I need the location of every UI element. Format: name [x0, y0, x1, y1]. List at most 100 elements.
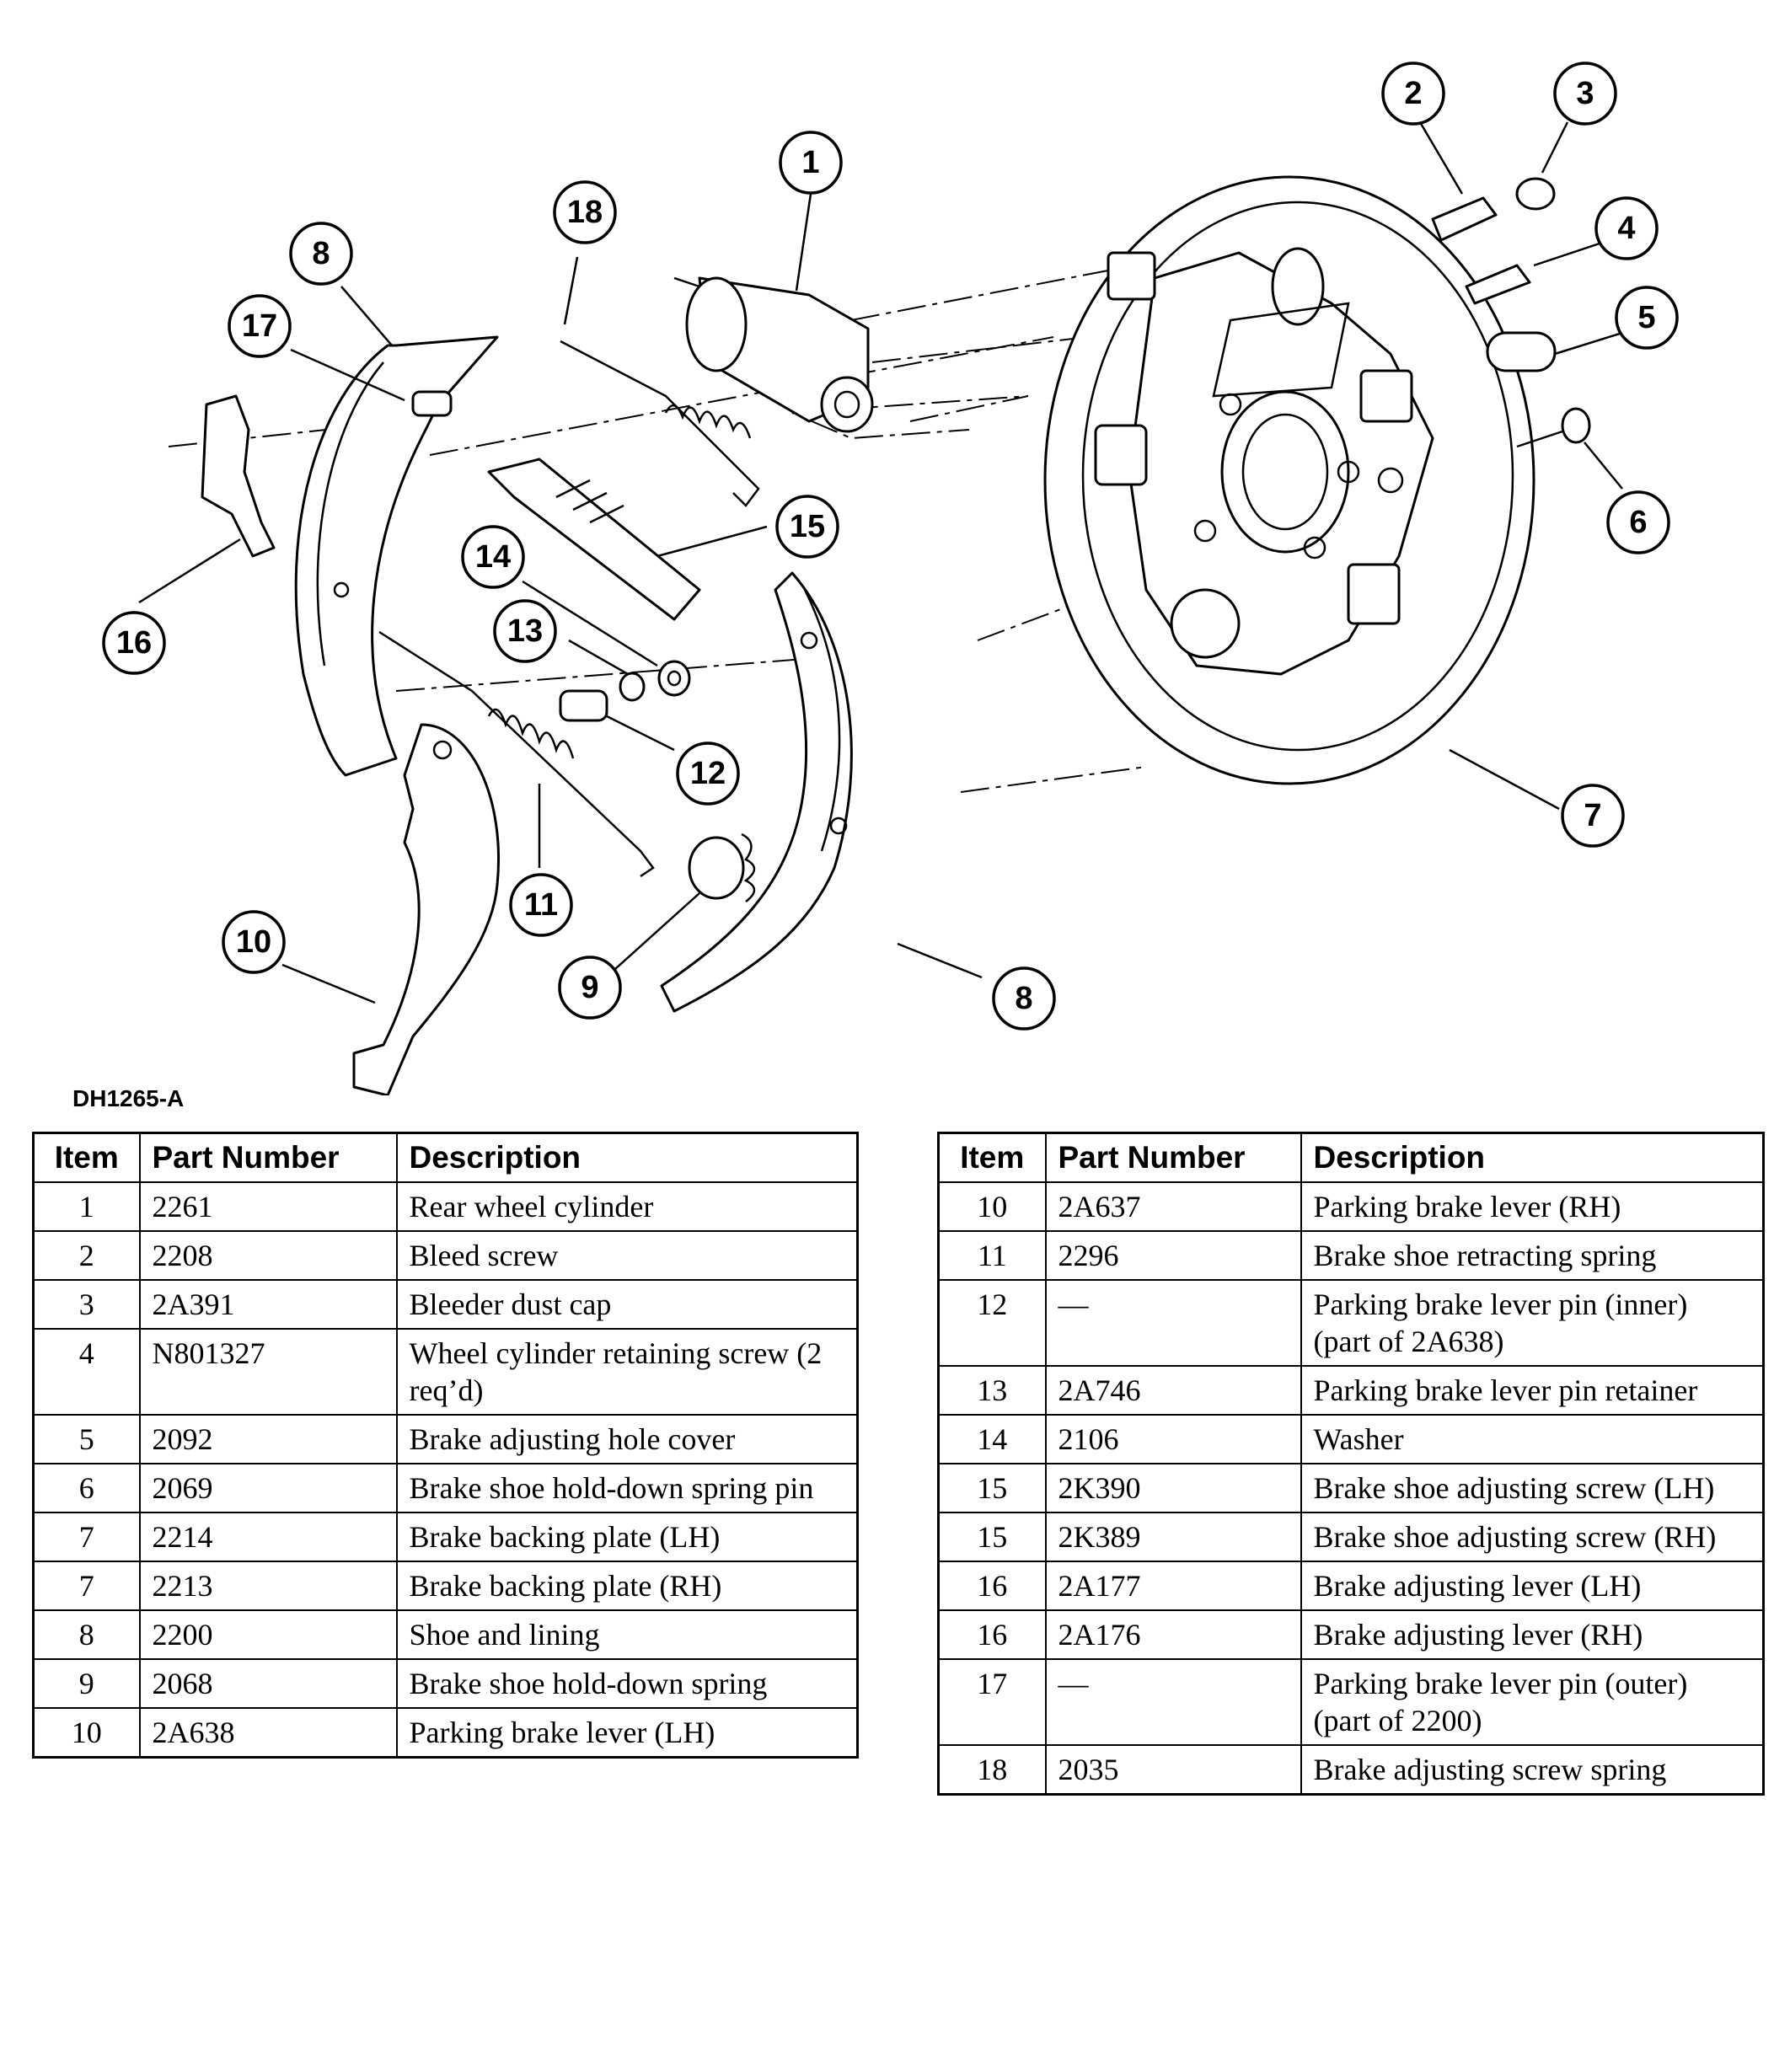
- parking-brake-lever-pin-inner: [559, 689, 608, 722]
- shoe-and-lining-left: [294, 335, 499, 777]
- cell-item: 16: [937, 1609, 1047, 1660]
- cell-item: 10: [32, 1707, 141, 1759]
- header-description: Description: [1300, 1132, 1765, 1183]
- callout-8-bottom: 8: [992, 966, 1056, 1031]
- brake-adjusting-hole-cover: [1486, 331, 1557, 372]
- svg-text:15: 15: [790, 509, 825, 544]
- exploded-brake-diagram: 1 2 3 4 5 6 7 8 8 9 10 11 12 13 14 15 16…: [102, 62, 1679, 1095]
- bleed-screw: [1431, 196, 1498, 242]
- cell-part-number: 2213: [138, 1561, 398, 1611]
- cell-part-number: 2A637: [1044, 1181, 1302, 1232]
- cell-part-number: 2296: [1044, 1230, 1302, 1281]
- brake-shoe-adjusting-screw: [487, 458, 701, 621]
- brake-adjusting-lever: [201, 394, 276, 558]
- cell-description: Brake shoe retracting spring: [1300, 1230, 1765, 1281]
- header-description: Description: [395, 1132, 859, 1183]
- svg-text:6: 6: [1629, 505, 1647, 540]
- cell-part-number: —: [1044, 1279, 1302, 1367]
- leader-lines: [138, 121, 1623, 1004]
- callout-15: 15: [775, 495, 839, 559]
- callout-7: 7: [1561, 784, 1625, 848]
- cell-description: Bleeder dust cap: [395, 1279, 859, 1330]
- callout-3: 3: [1553, 62, 1617, 126]
- cell-part-number: 2A176: [1044, 1609, 1302, 1660]
- callout-10: 10: [222, 910, 286, 974]
- cell-part-number: N801327: [138, 1328, 398, 1416]
- cell-description: Brake adjusting hole cover: [395, 1414, 859, 1464]
- brake-shoe-retracting-spring: [378, 630, 655, 878]
- table-header-row: Item Part Number Description: [937, 1132, 1765, 1183]
- washer: [657, 660, 691, 697]
- callout-13: 13: [493, 599, 557, 663]
- cell-part-number: 2K389: [1044, 1512, 1302, 1562]
- svg-text:14: 14: [475, 539, 511, 575]
- callout-5: 5: [1615, 286, 1679, 350]
- cell-item: 6: [32, 1463, 141, 1513]
- cell-item: 16: [937, 1561, 1047, 1611]
- brake-backing-plate: [1043, 175, 1535, 785]
- cell-part-number: 2068: [138, 1658, 398, 1709]
- cell-description: Rear wheel cylinder: [395, 1181, 859, 1232]
- callout-18: 18: [553, 180, 617, 244]
- cell-item: 7: [32, 1512, 141, 1562]
- header-item: Item: [32, 1132, 141, 1183]
- callout-8-top: 8: [289, 222, 353, 286]
- cell-part-number: 2214: [138, 1512, 398, 1562]
- svg-text:18: 18: [567, 195, 603, 230]
- rear-wheel-cylinder: [673, 276, 874, 433]
- cell-description: Washer: [1300, 1414, 1765, 1464]
- brake-shoe-hold-down-spring-pin: [1516, 407, 1591, 448]
- cell-part-number: 2A391: [138, 1279, 398, 1330]
- cell-item: 15: [937, 1512, 1047, 1562]
- callout-9: 9: [558, 956, 622, 1020]
- cell-item: 3: [32, 1279, 141, 1330]
- cell-item: 10: [937, 1181, 1047, 1232]
- callout-4: 4: [1594, 196, 1659, 260]
- svg-text:4: 4: [1617, 211, 1635, 246]
- callout-1: 1: [779, 131, 843, 195]
- callout-6: 6: [1606, 490, 1670, 554]
- cell-description: Brake backing plate (RH): [395, 1561, 859, 1611]
- svg-text:12: 12: [690, 756, 726, 791]
- cell-part-number: 2A177: [1044, 1561, 1302, 1611]
- cell-description: Parking brake lever pin (inner) (part of…: [1300, 1279, 1765, 1367]
- table-row: 17—Parking brake lever pin (outer) (part…: [937, 1658, 1765, 1746]
- table-header-row: Item Part Number Description: [32, 1132, 859, 1183]
- cell-description: Parking brake lever (RH): [1300, 1181, 1765, 1232]
- cell-part-number: 2K390: [1044, 1463, 1302, 1513]
- svg-text:1: 1: [801, 145, 819, 180]
- callout-17: 17: [228, 294, 292, 358]
- cell-description: Brake backing plate (LH): [395, 1512, 859, 1562]
- brake-shoe-hold-down-spring: [688, 833, 756, 902]
- cell-description: Brake shoe adjusting screw (RH): [1300, 1512, 1765, 1562]
- header-part-number: Part Number: [1044, 1132, 1302, 1183]
- cell-part-number: 2208: [138, 1230, 398, 1281]
- svg-text:5: 5: [1637, 300, 1655, 335]
- cell-description: Wheel cylinder retaining screw (2 req’d): [395, 1328, 859, 1416]
- cell-item: 5: [32, 1414, 141, 1464]
- cell-description: Brake shoe hold-down spring pin: [395, 1463, 859, 1513]
- cell-part-number: 2A746: [1044, 1365, 1302, 1416]
- cell-description: Parking brake lever pin retainer: [1300, 1365, 1765, 1416]
- figure-id: DH1265-A: [72, 1085, 185, 1111]
- svg-text:9: 9: [581, 970, 598, 1005]
- callout-14: 14: [461, 525, 525, 589]
- cell-description: Shoe and lining: [395, 1609, 859, 1660]
